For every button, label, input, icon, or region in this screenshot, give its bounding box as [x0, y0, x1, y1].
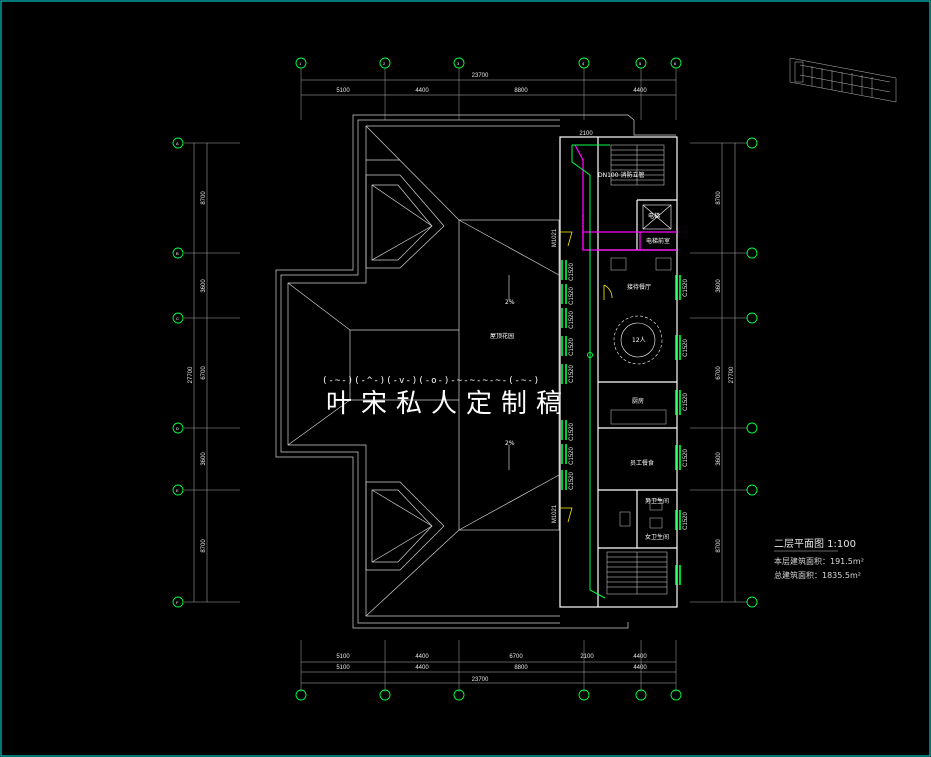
- dim-left-seg-3: 6700: [201, 366, 207, 380]
- pipe-magenta: [574, 144, 677, 251]
- dim-top-short: 2100: [579, 131, 593, 137]
- dim-right-seg-4: 3600: [716, 452, 722, 466]
- window-code-e3: C1520: [683, 393, 689, 411]
- round-dining-table: [613, 315, 663, 365]
- dim-right-seg-3: 6700: [716, 366, 722, 380]
- window-code-w1: C1520: [569, 263, 575, 281]
- watermark-text: 叶宋私人定制稿: [326, 389, 571, 419]
- dim-bot-r2-4: 4400: [633, 665, 647, 671]
- dim-bot-r1-1: 5100: [336, 654, 350, 660]
- dim-top-seg-2: 4400: [415, 88, 429, 94]
- elevator-shaft: [642, 204, 672, 230]
- window-code-w5: C1520: [569, 365, 575, 383]
- roof-garden-label: 屋顶花园: [490, 332, 514, 340]
- slope-label-top: 2%: [505, 299, 515, 306]
- grid-label-top-6: 6: [674, 61, 677, 66]
- total-area: 总建筑面积：1835.5m²: [774, 570, 861, 580]
- dim-top-seg-1: 5100: [336, 88, 350, 94]
- dim-top-total: 23700: [472, 73, 489, 79]
- dim-right-seg-5: 8700: [716, 539, 722, 553]
- window-code-e1: C1520: [683, 279, 689, 297]
- grid-label-top-5: 5: [639, 61, 642, 66]
- grid-label-left-b: B: [176, 251, 179, 256]
- pipe-green: [571, 144, 610, 599]
- male-wc-label: 男卫生间: [645, 497, 669, 505]
- slope-label-bottom: 2%: [505, 440, 515, 447]
- grid-label-top-4: 4: [582, 61, 585, 66]
- window-code-w3: C1520: [569, 311, 575, 329]
- grid-label-top-3: 3: [457, 61, 460, 66]
- window-code-e4: C1520: [683, 449, 689, 467]
- dim-bot-r1-3: 6700: [509, 654, 523, 660]
- windows-east: [675, 275, 681, 585]
- dim-bot-r2-2: 4400: [415, 665, 429, 671]
- grid-label-left-f: F: [176, 600, 179, 605]
- roof-outline: [275, 114, 676, 629]
- grid-label-left-a: A: [176, 141, 179, 146]
- dim-bot-r2-3: 8800: [514, 665, 528, 671]
- grid-bubbles: [172, 57, 758, 701]
- dim-left-seg-1: 8700: [201, 191, 207, 205]
- dim-bottom-total: 23700: [472, 677, 489, 683]
- kitchen-label: 厨房: [632, 397, 644, 405]
- windows-west: [561, 260, 567, 490]
- window-code-w7: C1520: [569, 447, 575, 465]
- dim-right-total: 27700: [729, 366, 735, 383]
- grid-label-top-2: 2: [383, 61, 386, 66]
- grid-label-top-1: 1: [299, 61, 302, 66]
- staff-dining-label: 员工餐食: [630, 459, 654, 467]
- dim-right-seg-1: 8700: [716, 191, 722, 205]
- watermark-emoticons: (-~-)(-^-)(-v-)(-o-)-~-~-~-~-(-~-): [322, 376, 540, 386]
- furniture: [610, 257, 672, 529]
- dim-bot-r2-1: 5100: [336, 665, 350, 671]
- window-code-w8: C1520: [569, 472, 575, 490]
- grid-label-left-c: C: [176, 316, 179, 321]
- round-table-label: 12人: [632, 337, 646, 344]
- grid-label-left-e: E: [176, 488, 179, 493]
- dining-hall-label: 接待餐厅: [627, 283, 651, 291]
- window-code-w2: C1520: [569, 287, 575, 305]
- elevator-label: 电梯: [648, 212, 660, 220]
- stair-upper: [610, 144, 665, 186]
- floor-area: 本层建筑面积：191.5m²: [774, 556, 864, 566]
- pipe-note: DN100 消防立管: [598, 171, 644, 179]
- stair-lower: [606, 551, 668, 595]
- dim-bot-r1-4: 2100: [580, 654, 594, 660]
- window-code-e5: C1520: [683, 512, 689, 530]
- dim-left-seg-5: 8700: [201, 539, 207, 553]
- dim-left-total: 27700: [188, 366, 194, 383]
- window-code-e2: C1520: [683, 339, 689, 357]
- door-code-upper: M1021: [552, 228, 558, 247]
- building-walls: [559, 136, 678, 608]
- dim-bot-r1-5: 4400: [633, 654, 647, 660]
- grid-bubble-labels: 1 2 3 4 5 6 A B C D E F: [176, 61, 677, 605]
- key-plan: [789, 57, 897, 103]
- dim-top-seg-3: 8800: [514, 88, 528, 94]
- dimension-lines: [193, 79, 736, 684]
- dim-top-seg-4: 4400: [633, 88, 647, 94]
- door-code-lower: M1021: [552, 504, 558, 523]
- grid-label-left-d: D: [176, 426, 179, 431]
- window-code-w4: C1520: [569, 338, 575, 356]
- drawing-title: 二层平面图 1:100: [774, 538, 856, 550]
- window-code-w6: C1520: [569, 423, 575, 441]
- grid-lines: [184, 68, 748, 692]
- elevator-hall-label: 电梯前室: [646, 237, 670, 245]
- dim-left-seg-2: 3600: [201, 279, 207, 293]
- dim-left-seg-4: 3600: [201, 452, 207, 466]
- dim-right-seg-2: 3600: [716, 279, 722, 293]
- doors: [560, 231, 613, 523]
- dim-bot-r1-2: 4400: [415, 654, 429, 660]
- female-wc-label: 女卫生间: [645, 533, 669, 541]
